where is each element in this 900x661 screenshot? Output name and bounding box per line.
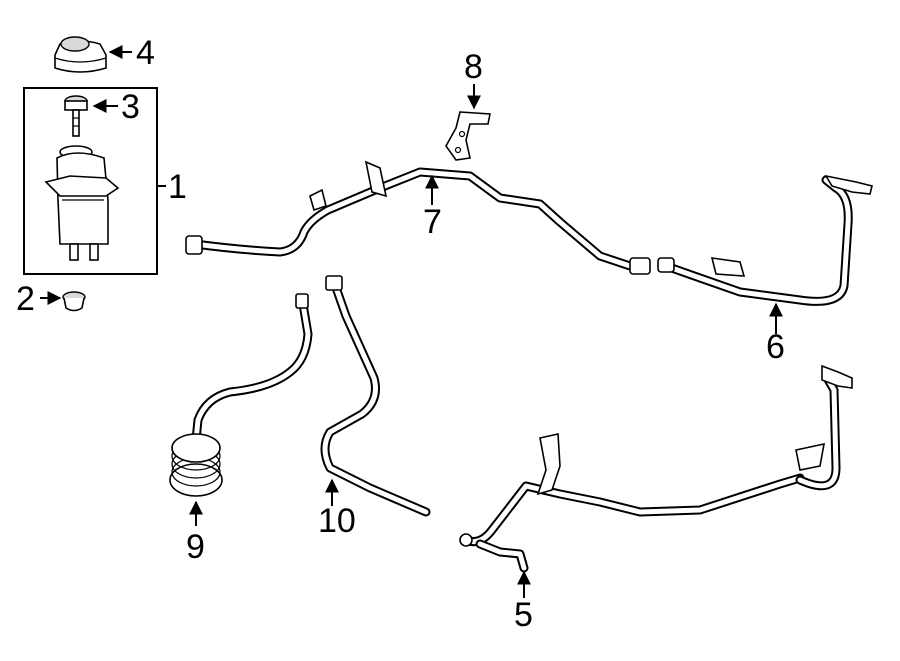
callout-2: 2 — [16, 280, 35, 318]
part-5-lower-hose — [459, 364, 853, 573]
part-3-reservoir-cap — [64, 95, 88, 137]
reservoir-tank — [44, 145, 120, 261]
part-4-cap-cover — [54, 36, 107, 73]
part-2-grommet — [62, 291, 86, 312]
part-6-return-hose — [657, 174, 873, 306]
part-8-bracket — [445, 111, 491, 161]
callout-3: 3 — [121, 88, 140, 126]
callout-5: 5 — [514, 596, 533, 634]
part-1-assembly-box — [23, 87, 158, 275]
callout-4: 4 — [136, 34, 155, 72]
callout-9: 9 — [186, 528, 205, 566]
callout-6: 6 — [766, 328, 785, 366]
callout-10: 10 — [318, 502, 356, 540]
part-7-pressure-hose — [185, 160, 651, 275]
callout-7: 7 — [423, 203, 442, 241]
part-9-cooler-coil — [169, 293, 313, 497]
part-10-hose — [320, 275, 431, 517]
callout-1: 1 — [168, 168, 187, 206]
callout-8: 8 — [464, 48, 483, 86]
